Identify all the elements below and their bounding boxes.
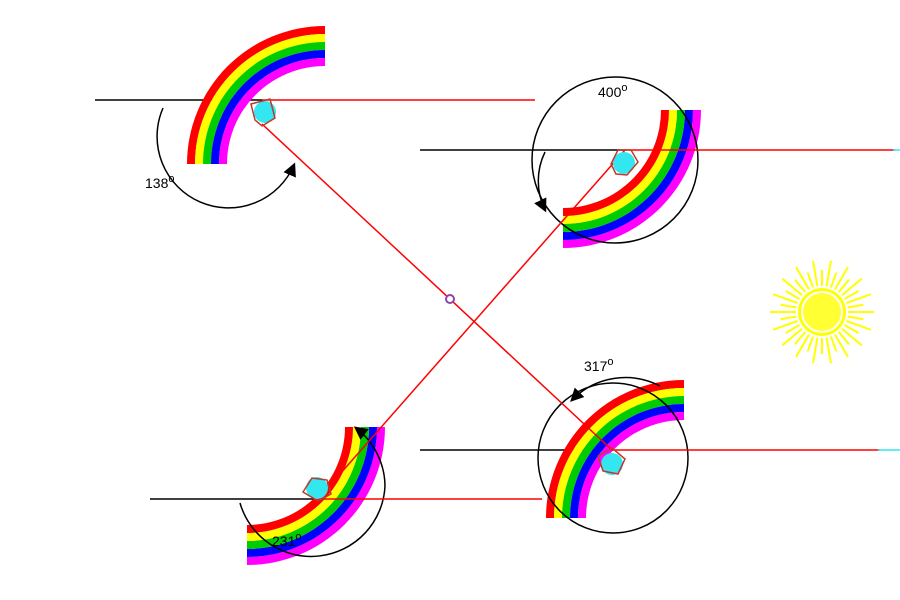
sun-ray	[834, 266, 849, 290]
rainbow-arc-3	[546, 380, 684, 518]
sun-ray	[806, 272, 815, 288]
raindrop-icon	[610, 149, 639, 176]
rainbow-band	[562, 396, 684, 518]
diagonal-ray-a	[261, 123, 613, 451]
rainbow-band	[563, 110, 685, 232]
rainbow-band	[247, 427, 361, 541]
sun-ray	[841, 277, 863, 297]
rainbow-band	[219, 58, 325, 164]
rainbow-band	[570, 404, 684, 518]
sun-ray	[772, 319, 798, 331]
sun-ray	[837, 279, 850, 293]
sun-ray	[844, 324, 859, 334]
sun-ray	[781, 327, 803, 347]
sun-ray	[780, 303, 797, 309]
rotation-arrow-icon	[156, 107, 296, 209]
sun-ray	[795, 334, 810, 358]
sun-ray	[829, 272, 838, 288]
sun-ray	[795, 266, 810, 290]
sun-ray	[781, 277, 803, 297]
angle-labels: 138o 400o 317o 231o	[145, 82, 627, 549]
diagonal-ray-b	[317, 149, 626, 500]
rotation-circle-3	[537, 382, 689, 534]
rotation-circle-2	[531, 76, 699, 244]
sun-ray	[785, 324, 800, 334]
sun-ray	[794, 331, 807, 345]
rainbow-band	[578, 412, 684, 518]
sun-ray	[825, 260, 833, 287]
angle-label-4: 231o	[272, 531, 301, 549]
sun-ray	[811, 337, 819, 364]
sun-ray	[841, 327, 863, 347]
rainbow-band	[195, 34, 325, 164]
rainbow-band	[203, 42, 325, 164]
rotation-arcs	[156, 76, 699, 558]
rainbow-arc-1	[187, 26, 325, 164]
rainbow-arc-2	[563, 110, 701, 248]
sun-ray	[794, 279, 807, 293]
sun-ray	[846, 293, 872, 305]
sun-icon	[770, 260, 874, 364]
sun-ray	[829, 336, 838, 352]
rainbow-band	[546, 380, 684, 518]
rainbow-band	[247, 427, 369, 549]
sun-ray	[811, 260, 819, 287]
rainbow-band	[563, 110, 677, 224]
sun-ray	[834, 334, 849, 358]
sun-ray	[847, 303, 864, 309]
sun-ray	[847, 315, 864, 321]
ray-tails	[878, 149, 900, 451]
sun-ray	[785, 290, 800, 300]
sun-ray	[846, 319, 872, 331]
sun-ray	[772, 293, 798, 305]
rainbow-band	[563, 110, 669, 216]
raindrop-icon	[250, 98, 276, 127]
angle-label-3: 317o	[584, 356, 613, 374]
rainbow-band	[187, 26, 325, 164]
rainbow-band	[554, 388, 684, 518]
rainbow-band	[563, 110, 693, 240]
sun-ray	[825, 337, 833, 364]
light-rays	[261, 99, 895, 500]
raindrop-icon	[597, 447, 626, 475]
rainbow-band	[563, 110, 701, 248]
sun-ray	[780, 315, 797, 321]
sun-ray	[806, 336, 815, 352]
rainbow-band	[211, 50, 325, 164]
rotation-arrow-icon	[570, 376, 661, 402]
raindrops	[250, 98, 639, 502]
rainbow-band	[247, 427, 377, 557]
rotation-arrow-icon	[239, 426, 386, 558]
ray-crossing-point	[445, 294, 455, 304]
angle-label-2: 400o	[598, 82, 627, 100]
rainbow-arc-4	[247, 427, 385, 565]
sun-ray	[844, 290, 859, 300]
rainbow-band	[247, 427, 353, 533]
sun-ray	[837, 331, 850, 345]
raindrop-icon	[301, 477, 332, 502]
rainbow-band	[247, 427, 385, 565]
rotation-arrow-icon	[534, 151, 547, 213]
angle-label-1: 138o	[145, 173, 174, 191]
